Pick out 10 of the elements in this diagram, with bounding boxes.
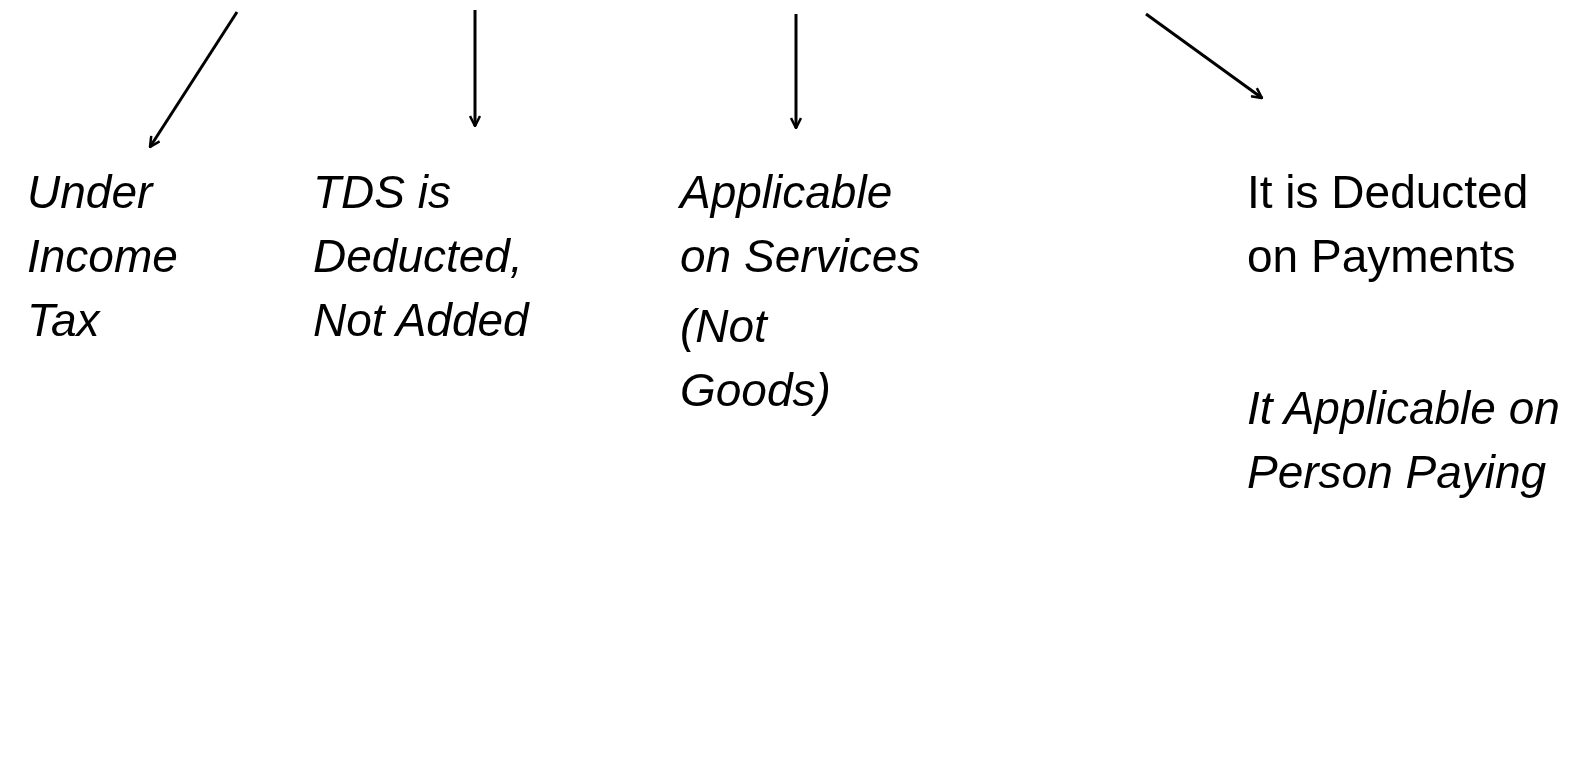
node-text: Applicable on Services [680,165,922,284]
node-text: Under Income Tax [27,165,179,348]
node-text: It Applicable on Person Paying [1247,381,1561,500]
arrow [789,14,803,130]
arrow [148,11,239,149]
arrow [468,10,482,128]
node-text: TDS is Deducted, Not Added [313,165,531,348]
node-text: (Not Goods) [680,299,832,418]
node-text: It is Deducted on Payments [1247,165,1530,284]
arrow [1145,12,1264,100]
